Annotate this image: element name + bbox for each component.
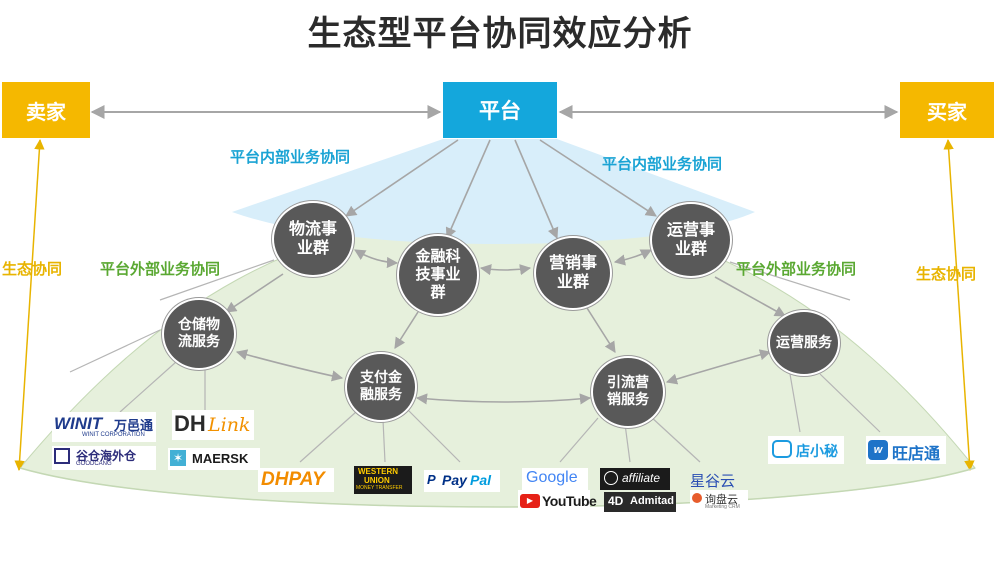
affiliate-circle-icon [604, 471, 618, 485]
eco-synergy-label-left: 生态协同 [2, 260, 63, 278]
admitad-logo: 4D Admitad [604, 492, 676, 512]
seller-box: 卖家 [2, 82, 90, 138]
node-logistics-group: 物流事业群 [272, 201, 354, 277]
internal-synergy-label-right: 平台内部业务协同 [602, 155, 723, 173]
maersk-logo: ✶ MAERSK [168, 448, 260, 470]
paypal-p-icon: P [427, 472, 436, 487]
winit-logo: WINIT 万邑通 WINIT CORPORATION [52, 412, 156, 442]
external-synergy-label-left: 平台外部业务协同 [100, 260, 221, 278]
node-operation-service: 运营服务 [768, 310, 840, 376]
wangdiantong-logo: w 旺店通 [866, 436, 946, 464]
ground-arc [19, 467, 976, 508]
affiliate-logo: affiliate [600, 468, 670, 490]
page-title: 生态型平台协同效应分析 [307, 14, 693, 54]
youtube-play-icon: ▶ [520, 494, 540, 508]
node-finance-group: 金融科技事业群 [397, 234, 479, 316]
external-synergy-label-right: 平台外部业务协同 [736, 260, 857, 278]
xinggu-logo: 星谷云 [690, 473, 736, 490]
xunpan-dot-icon [692, 493, 702, 503]
wangdiantong-mark-icon: w [868, 440, 888, 460]
node-warehouse-service: 仓储物流服务 [162, 298, 236, 370]
robot-icon [772, 440, 792, 458]
internal-synergy-label-left: 平台内部业务协同 [230, 148, 351, 166]
platform-box: 平台 [443, 82, 557, 138]
youtube-logo: ▶ YouTube [518, 490, 597, 512]
node-marketing-group: 营销事业群 [534, 236, 612, 310]
paypal-logo: P Pay Pal [424, 470, 500, 492]
internal-zone [232, 139, 755, 244]
dianxiaomi-logo: 店小秘 [768, 436, 844, 464]
western-union-logo: WESTERN UNION MONEY TRANSFER [354, 466, 412, 494]
goodcang-logo: 谷仓海外仓 GOODCANG [52, 446, 156, 470]
google-logo: Google [522, 468, 588, 490]
dhpay-logo: DHPAY [258, 468, 334, 492]
xunpanyun-logo: 询盘云 Marketing CRM [690, 490, 748, 512]
buyer-box: 买家 [900, 82, 994, 138]
maersk-star-icon: ✶ [170, 450, 186, 466]
goodcang-mark-icon [54, 448, 70, 464]
node-operations-group: 运营事业群 [650, 202, 732, 278]
admitad-mark-icon: 4D [608, 494, 624, 508]
dhlink-logo: DH Link [172, 410, 254, 440]
node-payment-service: 支付金融服务 [345, 352, 417, 422]
node-traffic-service: 引流营销服务 [591, 356, 665, 428]
eco-synergy-label-right: 生态协同 [916, 265, 977, 283]
